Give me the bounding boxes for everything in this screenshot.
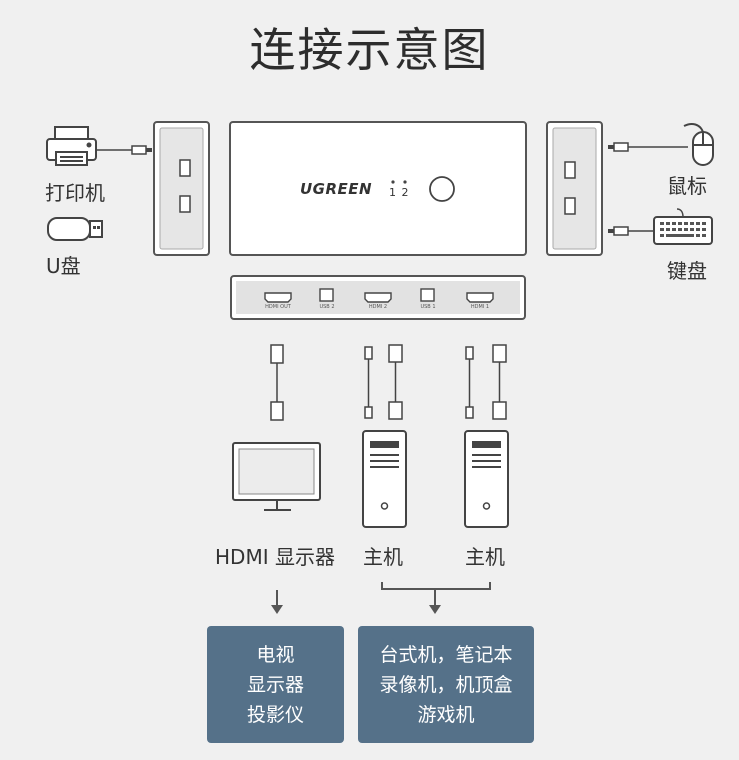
rear-usb1-port bbox=[420, 288, 435, 302]
brand-logo: UGREEN bbox=[300, 180, 373, 198]
arrow-hosts-to-input bbox=[381, 582, 491, 614]
mouse-label: 鼠标 bbox=[667, 174, 707, 198]
port-label-usb1: USB 1 bbox=[420, 304, 436, 310]
switch-indicator-label: 1 2 bbox=[389, 186, 410, 199]
host1-label: 主机 bbox=[363, 545, 403, 569]
mouse-icon bbox=[683, 123, 714, 166]
rear-usb2-port bbox=[319, 288, 334, 302]
rear-hdmi1-port bbox=[466, 292, 494, 303]
usb-cable-host2 bbox=[465, 346, 474, 419]
port-label-hdmi1: HDMI 1 bbox=[470, 304, 490, 310]
output-device-line: 电视 bbox=[256, 644, 295, 666]
input-device-line: 游戏机 bbox=[417, 704, 475, 726]
host2-tower-icon bbox=[464, 430, 509, 528]
port-label-hdmi2: HDMI 2 bbox=[368, 304, 388, 310]
printer-label: 打印机 bbox=[45, 181, 105, 205]
usb-drive-label: U盘 bbox=[46, 254, 81, 278]
rear-hdmi-out-port bbox=[264, 292, 292, 303]
hdmi-cable-host2 bbox=[492, 344, 507, 420]
input-device-line: 录像机，机顶盒 bbox=[379, 674, 513, 696]
switch-front-panel bbox=[229, 121, 527, 256]
host2-label: 主机 bbox=[465, 545, 505, 569]
monitor-label: HDMI 显示器 bbox=[215, 545, 335, 569]
hdmi-cable-monitor bbox=[270, 344, 284, 421]
port-label-hdmi-out: HDMI OUT bbox=[265, 304, 291, 310]
input-devices-box: 台式机，笔记本 录像机，机顶盒 游戏机 bbox=[358, 626, 534, 743]
host1-tower-icon bbox=[362, 430, 407, 528]
output-device-line: 显示器 bbox=[246, 674, 304, 696]
usb-cable-host1 bbox=[364, 346, 373, 419]
switch-button bbox=[429, 176, 455, 202]
output-device-line: 投影仪 bbox=[246, 704, 304, 726]
output-devices-box: 电视 显示器 投影仪 bbox=[207, 626, 344, 743]
left-usb-port-1 bbox=[179, 159, 191, 177]
printer-icon bbox=[46, 126, 97, 166]
left-usb-port-2 bbox=[179, 195, 191, 213]
port-label-usb2: USB 2 bbox=[319, 304, 335, 310]
right-usb-port-2 bbox=[564, 197, 576, 215]
right-usb-port-1 bbox=[564, 161, 576, 179]
rear-hdmi2-port bbox=[364, 292, 392, 303]
input-device-line: 台式机，笔记本 bbox=[379, 644, 513, 666]
hdmi-cable-host1 bbox=[388, 344, 403, 420]
keyboard-label: 键盘 bbox=[667, 259, 707, 283]
keyboard-icon bbox=[653, 208, 713, 245]
monitor-icon bbox=[232, 442, 321, 511]
page-title: 连接示意图 bbox=[249, 23, 490, 77]
arrow-monitor-to-output bbox=[271, 590, 283, 614]
